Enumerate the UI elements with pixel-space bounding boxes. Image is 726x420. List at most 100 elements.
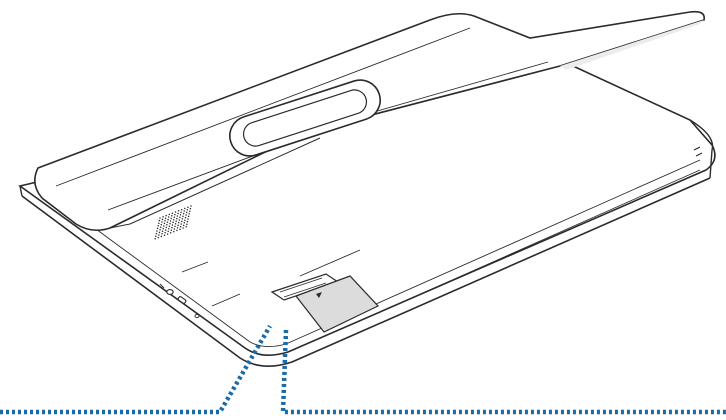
grille-hole <box>184 219 186 221</box>
grille-hole <box>160 223 163 226</box>
grille-hole <box>180 223 182 225</box>
grille-hole <box>171 224 174 226</box>
grille-hole <box>161 218 164 221</box>
grille-hole <box>181 220 183 223</box>
grille-hole <box>157 225 159 227</box>
grille-hole <box>167 230 169 233</box>
tablet-edge-thickness <box>19 149 713 197</box>
card-slot-inner <box>279 277 327 298</box>
grille-hole <box>164 220 166 222</box>
seam-line-2 <box>211 293 241 307</box>
grille-hole <box>164 217 167 219</box>
grille-hole <box>156 227 159 230</box>
grille-hole <box>158 219 161 222</box>
grille-hole <box>161 221 163 223</box>
card-slot <box>270 273 379 333</box>
grille-hole <box>190 205 192 207</box>
grille-hole <box>182 224 185 227</box>
grille-hole <box>169 232 172 234</box>
grille-hole <box>162 227 164 230</box>
kickstand-handle-slot <box>229 79 381 157</box>
grille-hole <box>165 226 168 229</box>
grille-hole <box>176 215 179 217</box>
grille-hole <box>167 216 170 218</box>
grille-hole <box>173 228 176 230</box>
grille-hole <box>158 231 161 234</box>
grille-hole <box>169 222 171 225</box>
grille-hole <box>167 218 169 221</box>
grille-hole <box>168 213 171 216</box>
grille-hole <box>160 235 163 238</box>
port-mic <box>194 313 200 319</box>
grille-hole <box>178 219 181 221</box>
grille-hole <box>180 211 182 213</box>
grille-hole <box>171 215 173 217</box>
grille-hole <box>161 233 163 235</box>
grille-hole <box>170 229 173 231</box>
back-seams <box>181 169 701 313</box>
grille-hole <box>171 212 174 214</box>
grille-hole <box>163 234 166 236</box>
grille-hole <box>183 222 186 224</box>
grille-hole <box>159 217 161 219</box>
grille-hole <box>177 210 180 212</box>
grille-hole <box>166 224 168 226</box>
grille-hole <box>166 221 169 223</box>
grille-hole <box>182 212 185 215</box>
grille-hole <box>159 229 161 231</box>
grille-hole <box>182 215 184 217</box>
grille-hole <box>185 214 187 216</box>
grille-hole <box>168 228 170 230</box>
tablet-right-button <box>693 146 703 157</box>
grille-hole <box>156 230 158 232</box>
grille-hole <box>161 230 164 232</box>
grille-hole <box>154 238 156 240</box>
grille-hole <box>176 217 178 220</box>
grille-hole <box>177 221 180 224</box>
grille-hole <box>158 234 160 236</box>
grille-hole <box>174 223 177 225</box>
grille-hole <box>165 214 167 217</box>
seam-line-3 <box>299 249 361 277</box>
grille-hole <box>163 222 166 225</box>
grille-hole <box>182 227 184 229</box>
grille-hole <box>184 207 186 210</box>
grille-hole <box>187 218 189 220</box>
callout-left-leg <box>0 324 272 415</box>
grille-hole <box>155 232 158 235</box>
grille-hole <box>172 221 174 224</box>
grille-hole <box>173 216 176 218</box>
speaker-grille <box>154 205 192 240</box>
grille-hole <box>179 225 182 228</box>
tablet-bottom-edge <box>21 177 711 367</box>
grille-hole <box>168 225 171 227</box>
grille-hole <box>186 220 189 223</box>
grille-hole <box>189 207 192 210</box>
grille-hole <box>164 231 166 234</box>
port-edge-detail <box>159 283 165 289</box>
grille-hole <box>177 212 179 215</box>
card-slot-cover <box>295 275 379 333</box>
kickstand-lower-edge <box>109 137 321 229</box>
grille-hole <box>179 228 181 230</box>
grille-hole <box>186 209 189 211</box>
grille-hole <box>175 220 177 222</box>
port-usb <box>177 296 187 304</box>
grille-hole <box>158 222 160 224</box>
seam-line-4 <box>379 169 701 313</box>
grille-hole <box>170 217 172 220</box>
kickstand-tip-shade <box>560 20 704 70</box>
handle-slot-inner <box>242 89 368 147</box>
grille-hole <box>162 216 164 218</box>
grille-hole <box>172 219 175 221</box>
grille-hole <box>174 213 176 216</box>
callout-lines <box>0 324 726 415</box>
port-earphone-jack <box>166 289 174 295</box>
grille-hole <box>163 225 165 227</box>
grille-hole <box>187 206 189 208</box>
callout-right-leg <box>280 329 726 415</box>
grille-hole <box>181 218 184 220</box>
grille-hole <box>189 210 191 212</box>
grille-hole <box>179 214 182 216</box>
